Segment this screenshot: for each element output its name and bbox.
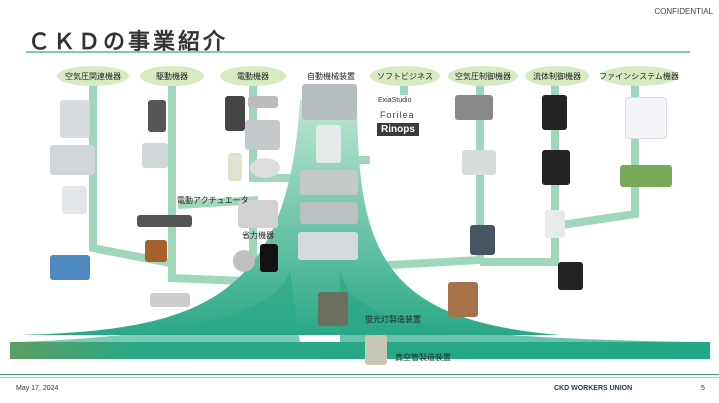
- branch-pneumatic-related: [89, 85, 171, 267]
- product-image: [620, 165, 672, 187]
- product-image: [142, 143, 168, 168]
- product-image: [625, 97, 667, 139]
- label-fluorescent-equipment: 蛍光灯製造装置: [365, 315, 421, 324]
- product-image: [260, 244, 278, 272]
- product-image: [365, 335, 387, 365]
- category-electric: 電動機器: [220, 66, 286, 86]
- product-image: [545, 210, 565, 238]
- product-image: [62, 186, 87, 214]
- product-image: [462, 150, 496, 175]
- product-image: [542, 150, 570, 185]
- product-image: [233, 250, 255, 272]
- category-pneumatic-control: 空気圧制御機器: [448, 66, 518, 86]
- category-software: ソフトビジネス: [370, 66, 440, 86]
- label-vacuum-tube-equipment: 真空管製造装置: [395, 353, 451, 362]
- footer-divider-secondary: [0, 377, 719, 378]
- label-electric-actuator: 電動アクチュエータ: [177, 196, 249, 205]
- footer-date: May 17, 2024: [16, 385, 59, 392]
- category-fine-system: ファインシステム機器: [599, 66, 679, 86]
- footer-divider: [0, 374, 719, 375]
- page-number: 5: [701, 385, 705, 392]
- product-image: [455, 95, 493, 120]
- product-image: [298, 232, 358, 260]
- product-image: [150, 293, 190, 307]
- branch-fluid-control: [480, 85, 559, 266]
- product-image: [470, 225, 495, 255]
- product-image: [145, 240, 167, 262]
- product-image: [148, 100, 166, 132]
- page-title: ＣＫＤの事業紹介: [28, 30, 229, 55]
- category-automatic-machinery: 自動機械装置: [307, 71, 355, 81]
- product-image: [302, 84, 357, 120]
- product-image: [245, 120, 280, 150]
- logo-rinops: Rinops: [377, 123, 419, 136]
- tree-base: [10, 342, 710, 359]
- confidential-label: CONFIDENTIAL: [654, 7, 713, 16]
- product-image: [300, 170, 358, 195]
- footer-organization: CKD WORKERS UNION: [554, 385, 633, 392]
- product-image: [228, 153, 242, 181]
- product-image: [558, 262, 583, 290]
- product-image: [50, 145, 95, 175]
- product-image: [60, 100, 90, 138]
- label-labor-saving: 省力機器: [242, 231, 274, 240]
- product-image: [542, 95, 567, 130]
- category-pneumatic-related: 空気圧関連機器: [57, 66, 129, 86]
- product-image: [316, 125, 341, 163]
- category-drive: 駆動機器: [140, 66, 204, 86]
- tree-trunk: [20, 100, 560, 335]
- product-image: [238, 200, 278, 228]
- product-image: [137, 215, 192, 227]
- product-image: [225, 96, 245, 131]
- title-divider: [26, 51, 690, 53]
- product-image: [248, 96, 278, 108]
- logo-forilea: Forilea: [380, 110, 415, 120]
- product-image: [250, 158, 280, 178]
- product-image: [318, 292, 348, 326]
- product-image: [448, 282, 478, 317]
- category-fluid-control: 流体制御機器: [525, 66, 589, 86]
- product-image: [50, 255, 90, 280]
- logo-exiastudio: ExiaStudio: [378, 97, 412, 104]
- product-image: [300, 202, 358, 224]
